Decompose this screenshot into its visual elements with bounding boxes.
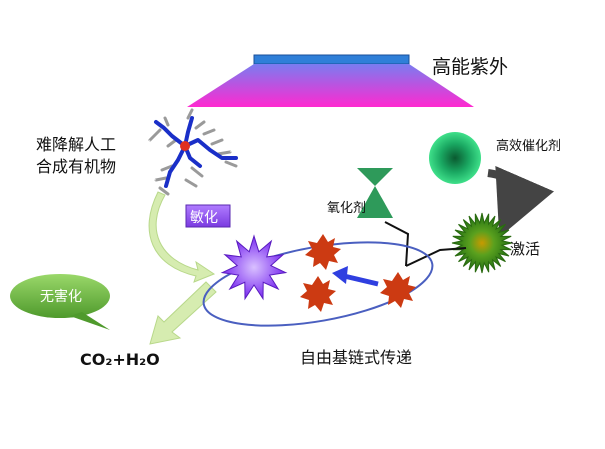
product-h2o: H₂O <box>125 350 160 369</box>
flow-arrow-product <box>149 281 217 345</box>
pollutant-molecule-icon <box>145 108 238 196</box>
radical-icon <box>380 272 416 308</box>
harmless-bubble <box>10 274 110 330</box>
sensitization-box <box>185 204 231 228</box>
activation-arrow <box>487 165 555 238</box>
radical-icon <box>300 276 336 312</box>
oxidant-label: 氧化剂 <box>327 201 367 216</box>
harmless-label: 无害化 <box>40 289 82 305</box>
uv-light-beam <box>187 64 474 107</box>
chain-transfer-arrow <box>332 266 379 287</box>
pollutant-label: 难降解人工 合成有机物 <box>36 134 116 178</box>
uv-light-label: 高能紫外 <box>432 56 509 78</box>
activated-catalyst-icon <box>451 212 513 274</box>
product-co2: CO₂ <box>80 350 113 369</box>
pollutant-label-line2: 合成有机物 <box>36 157 117 176</box>
catalyst-sphere-icon <box>429 132 481 184</box>
product-plus: + <box>112 350 126 369</box>
activation-label: 激活 <box>510 240 541 258</box>
chain-transfer-label: 自由基链式传递 <box>300 348 413 367</box>
radical-icon <box>305 234 341 270</box>
uv-lamp-icon <box>253 54 410 65</box>
sensitization-label: 敏化 <box>190 210 218 226</box>
sensitized-molecule-icon <box>220 234 288 301</box>
combination-bracket <box>384 221 467 267</box>
product-label: CO₂+H₂O <box>80 350 160 369</box>
oxidant-bowtie-icon <box>357 168 393 218</box>
flow-arrow-sensitize <box>148 191 216 283</box>
pollutant-label-line1: 难降解人工 <box>36 135 117 154</box>
catalyst-label: 高效催化剂 <box>496 139 562 154</box>
